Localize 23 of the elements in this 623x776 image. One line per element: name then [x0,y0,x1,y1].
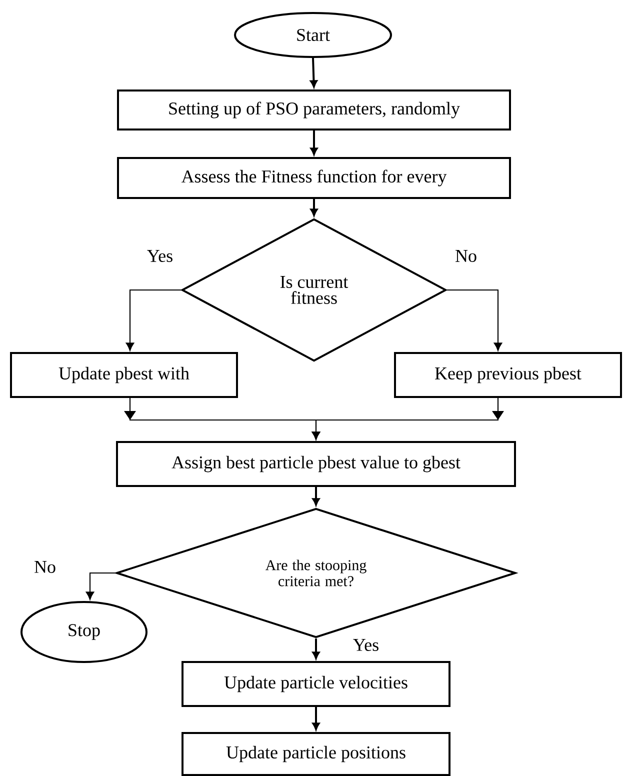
edge-label: Yes [146,248,174,264]
arrow [312,487,320,506]
arrow [447,289,502,351]
arrow [310,130,318,155]
process-box: Update particle positions [182,732,450,776]
arrow [86,572,116,600]
arrow [312,398,504,440]
arrow [310,58,318,88]
arrow [310,199,318,216]
arrow [126,289,181,351]
process-box: Assign best particle pbest value to gbest [116,441,516,487]
edge-label: Yes [352,638,380,652]
edge-label: No [454,248,478,264]
start-end-oval: Stop [20,601,148,663]
process-box: Keep previous pbest [394,352,622,398]
process-box: Setting up of PSO parameters, randomly [117,90,511,130]
arrow [312,707,320,730]
edge-label: No [32,560,58,574]
process-box: Update pbest with [10,352,238,398]
process-box: Assess the Fitness function for every [117,157,511,199]
start-end-oval: Start [234,12,392,58]
arrow [312,638,320,659]
process-box: Update particle velocities [182,661,450,707]
